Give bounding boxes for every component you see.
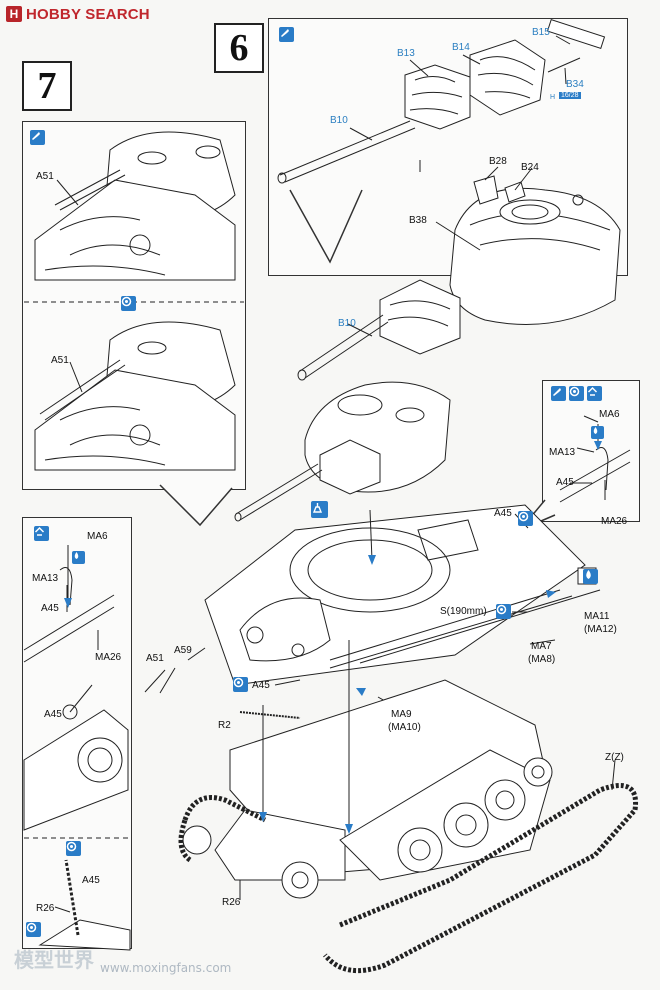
part-label-s190mm: S(190mm) — [440, 606, 487, 617]
part-label-b10-top: B10 — [330, 115, 348, 126]
part-label-a45-left: A45 — [41, 603, 59, 614]
part-label-a51-top: A51 — [36, 171, 54, 182]
part-label-ma8: (MA8) — [528, 654, 556, 665]
part-label-b34: B34 — [566, 79, 584, 90]
paint-drop-icon — [72, 551, 85, 564]
turret-rotate-icon — [311, 501, 328, 518]
part-label-a45-hook: A45 — [44, 709, 62, 720]
part-label-ma10: (MA10) — [388, 722, 421, 733]
movable-icon — [518, 511, 533, 526]
part-label-b28: B28 — [489, 156, 507, 167]
hobby-search-logo-icon: H — [6, 6, 22, 22]
part-label-ma7: MA7 — [531, 641, 552, 652]
movable-icon — [496, 604, 511, 619]
part-label-b24: B24 — [521, 162, 539, 173]
option-part-icon — [34, 526, 49, 541]
part-label-a59: A59 — [174, 645, 192, 656]
b34-note-sizes: 16/28 — [559, 92, 581, 99]
part-label-b10-bottom: B10 — [338, 318, 356, 329]
paint-drop-icon — [591, 426, 604, 439]
part-label-a45: A45 — [556, 477, 574, 488]
part-label-a45-right: A45 — [494, 508, 512, 519]
site-watermark-url: www.moxingfans.com — [100, 961, 232, 975]
glue-icon — [279, 27, 294, 42]
part-label-ma12: (MA12) — [584, 624, 617, 635]
step-number-6: 6 — [214, 23, 264, 73]
part-label-b13: B13 — [397, 48, 415, 59]
hobby-search-brand: HOBBY SEARCH — [26, 5, 150, 23]
part-label-ma26-left: MA26 — [95, 652, 122, 663]
part-label-ma13-left: MA13 — [32, 573, 59, 584]
movable-icon — [121, 296, 136, 311]
part-label-ma26: MA26 — [601, 516, 628, 527]
movable-icon — [66, 841, 81, 856]
part-label-ma9: MA9 — [391, 709, 412, 720]
part-label-b38: B38 — [409, 215, 427, 226]
site-watermark: 模型世界 — [14, 948, 94, 972]
b34-note-h: H — [550, 94, 556, 101]
part-label-ma6-left: MA6 — [87, 531, 108, 542]
movable-icon — [233, 677, 248, 692]
part-label-r26: R26 — [222, 897, 241, 908]
paint-drop-icon — [583, 569, 598, 584]
movable-icon — [569, 386, 584, 401]
glue-icon — [30, 130, 45, 145]
part-label-r2: R2 — [218, 720, 231, 731]
part-label-b15: B15 — [532, 27, 550, 38]
part-label-a51: A51 — [146, 653, 164, 664]
part-label-a45-mid: A45 — [252, 680, 270, 691]
part-label-r26-left: R26 — [36, 903, 55, 914]
part-label-zz: Z(Z) — [605, 752, 624, 763]
hobby-search-header: H HOBBY SEARCH — [6, 4, 150, 24]
step-number-7: 7 — [22, 61, 72, 111]
glue-icon — [551, 386, 566, 401]
movable-icon — [26, 922, 41, 937]
part-label-a51-bottom: A51 — [51, 355, 69, 366]
option-part-icon — [587, 386, 602, 401]
part-label-a45-lower: A45 — [82, 875, 100, 886]
part-label-ma11: MA11 — [584, 611, 610, 622]
part-label-b14: B14 — [452, 42, 470, 53]
part-label-ma13: MA13 — [549, 447, 576, 458]
part-label-ma6: MA6 — [599, 409, 620, 420]
